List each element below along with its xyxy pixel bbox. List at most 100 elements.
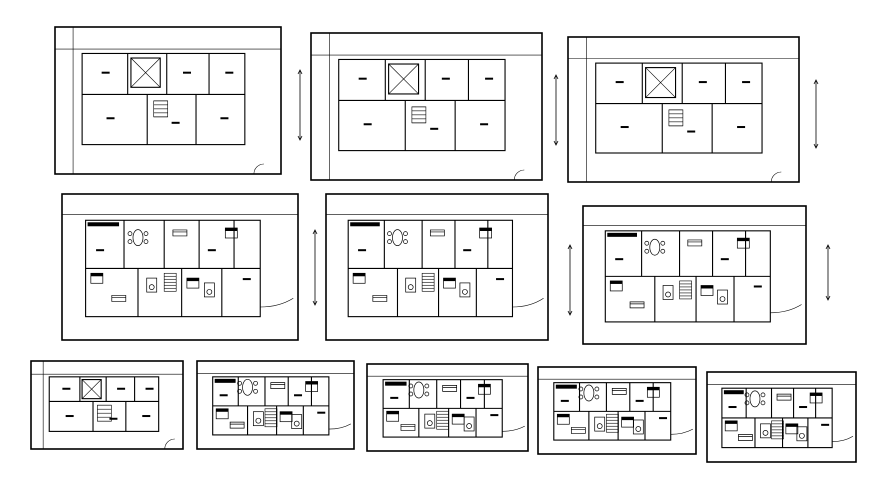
sofa bbox=[687, 239, 703, 247]
pillow bbox=[621, 417, 634, 421]
pillow bbox=[810, 392, 823, 396]
pillow bbox=[216, 408, 229, 412]
dining-table bbox=[242, 378, 253, 396]
pillow bbox=[386, 411, 399, 415]
gate-swing bbox=[253, 163, 264, 175]
room-label-mark bbox=[145, 387, 154, 390]
chair bbox=[644, 248, 650, 254]
room-label-mark bbox=[496, 278, 505, 281]
chair bbox=[237, 388, 242, 394]
pillow bbox=[478, 384, 491, 388]
wc bbox=[719, 296, 726, 302]
pillow bbox=[701, 285, 714, 289]
kitchen-counter bbox=[555, 384, 577, 389]
dining-table bbox=[132, 229, 144, 246]
dining-table bbox=[749, 390, 761, 408]
floor-plan-plan-2 bbox=[310, 32, 543, 181]
room-label-mark bbox=[821, 423, 830, 426]
pillow bbox=[610, 280, 623, 284]
sofa bbox=[229, 421, 245, 429]
dimension-arrow bbox=[813, 79, 819, 85]
room-label-mark bbox=[659, 417, 668, 420]
room-label-mark bbox=[106, 117, 115, 120]
sofa bbox=[111, 295, 127, 302]
pillow bbox=[557, 414, 570, 418]
plot-boundary bbox=[196, 360, 355, 450]
room-label-mark bbox=[142, 415, 151, 418]
chair bbox=[760, 392, 766, 398]
room-label-mark bbox=[441, 77, 450, 80]
pillow bbox=[443, 278, 456, 282]
gate-swing bbox=[164, 438, 175, 450]
shaft-cross bbox=[645, 67, 676, 98]
dimension-arrow bbox=[297, 69, 303, 75]
plot-boundary bbox=[366, 363, 529, 452]
room-label-mark bbox=[698, 81, 707, 84]
driveway-edge bbox=[770, 304, 802, 314]
dining-table bbox=[392, 229, 403, 246]
chair bbox=[237, 380, 242, 386]
sofa bbox=[629, 301, 645, 309]
floor-plan-plan-6 bbox=[582, 205, 807, 345]
room-label-mark bbox=[463, 249, 472, 252]
gate-swing bbox=[513, 169, 525, 181]
room-label-mark bbox=[635, 399, 644, 402]
room-label-mark bbox=[225, 71, 234, 74]
chair bbox=[143, 239, 149, 244]
wc bbox=[206, 289, 213, 295]
kitchen-counter bbox=[385, 381, 407, 386]
pillow bbox=[305, 381, 318, 385]
room-label-mark bbox=[62, 387, 71, 390]
room-label-mark bbox=[480, 123, 489, 126]
sofa bbox=[172, 229, 188, 237]
dining-table bbox=[413, 381, 425, 399]
floor-plan-plan-11 bbox=[706, 371, 857, 463]
plot-boundary bbox=[537, 366, 697, 455]
kitchen-counter bbox=[723, 390, 744, 395]
kitchen-counter bbox=[214, 378, 236, 383]
floor-plan-plan-9 bbox=[366, 363, 529, 452]
sofa bbox=[776, 393, 792, 401]
floor-plan-plan-4 bbox=[61, 193, 299, 341]
chair bbox=[660, 248, 666, 254]
room-label-mark bbox=[430, 127, 439, 130]
room-label-mark bbox=[317, 411, 326, 414]
pillow bbox=[479, 227, 492, 231]
chair bbox=[424, 391, 430, 397]
room-label-mark bbox=[728, 406, 737, 409]
floor-plan-plan-7 bbox=[30, 360, 184, 450]
room-label-mark bbox=[687, 130, 696, 133]
bathroom bbox=[463, 416, 475, 432]
sofa bbox=[570, 427, 586, 434]
chair bbox=[127, 239, 133, 244]
pillow bbox=[785, 423, 798, 427]
driveway-edge bbox=[670, 428, 693, 435]
floor-plan-plan-3 bbox=[567, 36, 800, 183]
wc bbox=[665, 291, 671, 298]
chair bbox=[744, 392, 750, 398]
chair bbox=[127, 231, 133, 236]
shaft bbox=[130, 57, 161, 88]
plot-boundary bbox=[582, 205, 807, 345]
building-outline bbox=[338, 58, 506, 152]
pillow bbox=[737, 238, 750, 242]
sofa bbox=[429, 229, 445, 237]
plot-boundary bbox=[61, 193, 299, 341]
room-label-mark bbox=[117, 387, 126, 390]
staircase bbox=[411, 106, 427, 124]
bathroom bbox=[632, 419, 644, 435]
plot-boundary bbox=[567, 36, 800, 183]
room-label-mark bbox=[363, 123, 372, 126]
gate-swing bbox=[770, 171, 782, 183]
bathroom bbox=[717, 289, 728, 305]
pillow bbox=[647, 387, 660, 391]
dimension-arrow bbox=[825, 295, 831, 301]
wc bbox=[596, 423, 603, 429]
bathroom bbox=[204, 282, 215, 298]
plot-boundary bbox=[310, 32, 543, 181]
chair bbox=[744, 400, 750, 406]
wc bbox=[148, 284, 155, 290]
room-label-mark bbox=[490, 414, 499, 417]
shaft bbox=[388, 63, 420, 95]
